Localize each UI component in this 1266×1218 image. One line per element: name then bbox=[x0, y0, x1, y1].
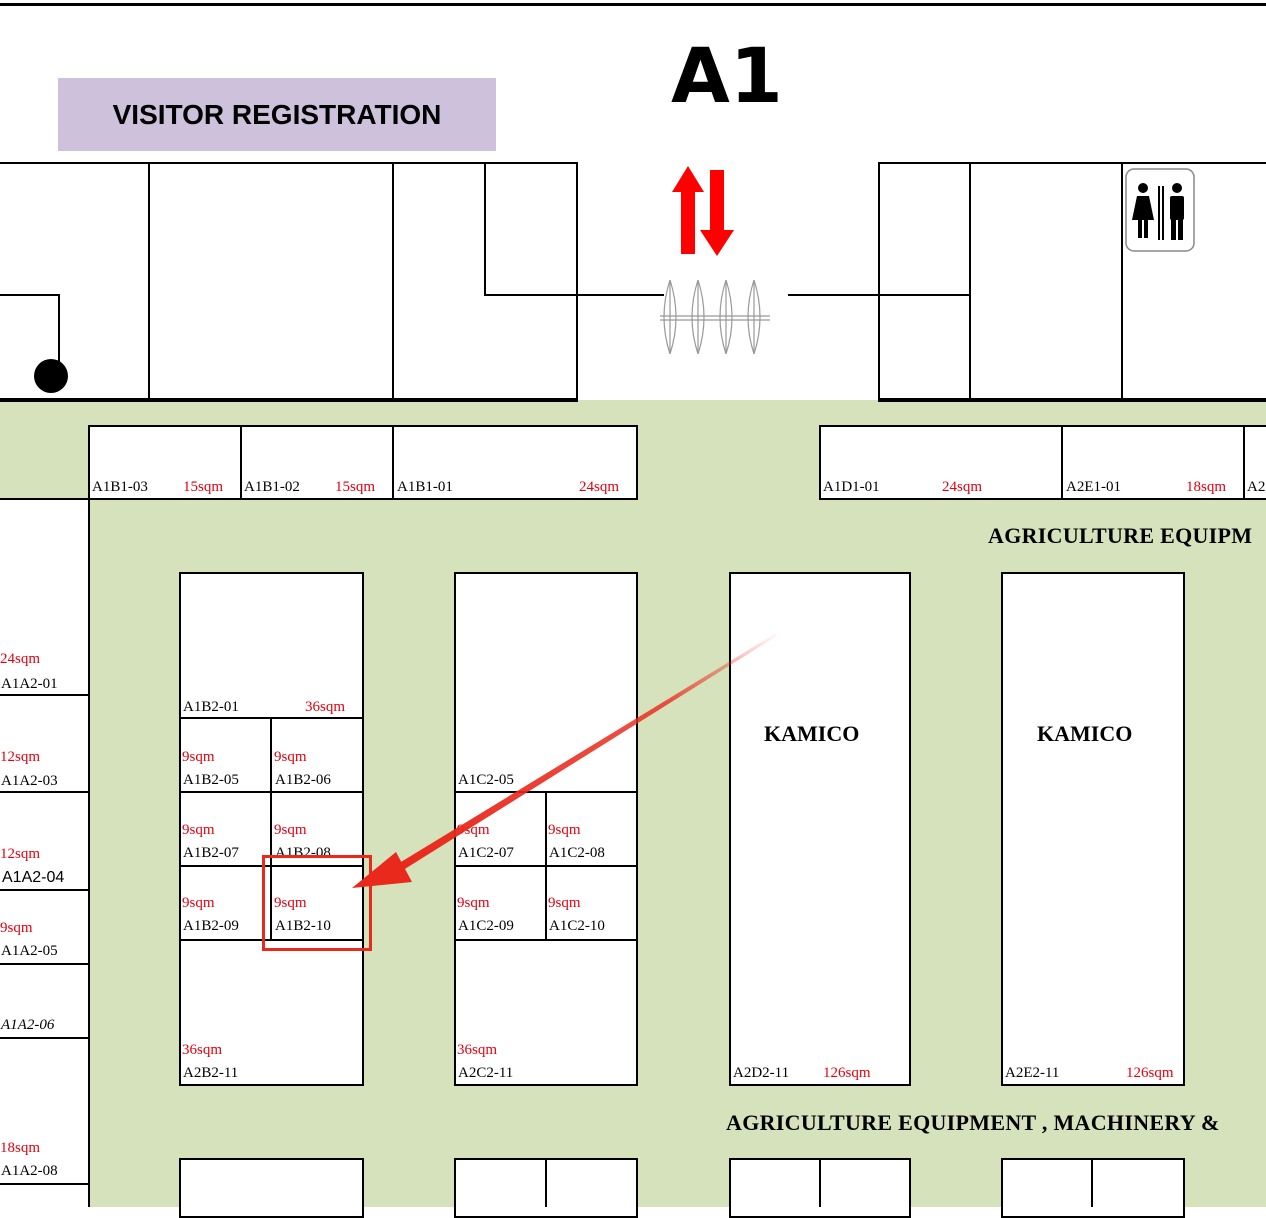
company-name: KAMICO bbox=[1037, 721, 1133, 746]
booth-code[interactable]: A1C2-08 bbox=[549, 845, 605, 861]
visitor-registration-label: VISITOR REGISTRATION bbox=[112, 98, 442, 130]
booth-divider bbox=[270, 717, 272, 941]
category-label: AGRICULTURE EQUIPMENT , MACHINERY & bbox=[726, 1110, 1220, 1135]
booth-divider bbox=[0, 963, 90, 965]
booth-size: 15sqm bbox=[335, 479, 376, 495]
booth-size: 12sqm bbox=[0, 749, 41, 765]
booth-size: 36sqm bbox=[457, 1042, 498, 1058]
booth-size: 9sqm bbox=[274, 749, 307, 765]
booth-size: 12sqm bbox=[0, 846, 41, 862]
booth-code[interactable]: A1A2-05 bbox=[1, 943, 58, 959]
booth-divider bbox=[545, 791, 547, 941]
booth-code[interactable]: A1A2-08 bbox=[1, 1163, 58, 1179]
booth-code[interactable]: A2D2-11 bbox=[733, 1065, 790, 1081]
restroom-icon[interactable] bbox=[1125, 168, 1195, 252]
booth-code[interactable]: A2E2-11 bbox=[1005, 1065, 1060, 1081]
booth-code[interactable]: A1A2-06 bbox=[1, 1017, 55, 1033]
booth-size: 9sqm bbox=[274, 822, 307, 838]
booth-divider bbox=[1243, 425, 1245, 500]
booth-divider bbox=[0, 1183, 90, 1185]
block-c bbox=[454, 572, 638, 1086]
marker-dot-icon bbox=[34, 359, 68, 393]
booth-code[interactable]: A1B2-05 bbox=[183, 772, 239, 788]
booth-divider bbox=[0, 694, 90, 696]
booth-code[interactable]: A1B2-01 bbox=[183, 699, 239, 715]
booth-divider bbox=[240, 425, 242, 500]
top-row-right-booths bbox=[819, 425, 1266, 500]
top-border bbox=[0, 3, 1266, 6]
booth-size: 36sqm bbox=[182, 1042, 223, 1058]
booth-code[interactable]: A1C2-05 bbox=[458, 772, 514, 788]
booth-size: 9sqm bbox=[548, 895, 581, 911]
booth-code[interactable]: A1B2-10 bbox=[275, 918, 331, 934]
booth-code[interactable]: A1B1-01 bbox=[397, 479, 453, 495]
booth-divider bbox=[392, 425, 394, 500]
block-e-kamico-booth[interactable] bbox=[1001, 572, 1185, 1086]
entrance-exit-arrows-icon bbox=[672, 166, 734, 256]
booth-divider bbox=[0, 1037, 90, 1039]
pointer-arrow-icon bbox=[352, 632, 780, 888]
booth-size: 9sqm bbox=[182, 822, 215, 838]
booth-divider bbox=[0, 791, 90, 793]
left-column-booths bbox=[0, 500, 90, 1207]
bottom-booth bbox=[1001, 1158, 1185, 1218]
booth-code[interactable]: A1B2-06 bbox=[275, 772, 331, 788]
company-name: KAMICO bbox=[764, 721, 860, 746]
booth-size: 9sqm bbox=[274, 895, 307, 911]
booth-size: 18sqm bbox=[0, 1140, 41, 1156]
booth-size: 126sqm bbox=[1126, 1065, 1174, 1081]
booth-divider bbox=[0, 889, 90, 891]
booth-size: 9sqm bbox=[0, 920, 33, 936]
block-d-kamico-booth[interactable] bbox=[729, 572, 911, 1086]
booth-code[interactable]: A2B2-11 bbox=[183, 1065, 239, 1081]
booth-size: 9sqm bbox=[548, 822, 581, 838]
booth-size: 9sqm bbox=[182, 895, 215, 911]
booth-code[interactable]: A2 bbox=[1247, 479, 1266, 495]
booth-divider bbox=[545, 1158, 547, 1207]
highlighted-booth-box[interactable] bbox=[262, 855, 372, 951]
booth-code[interactable]: A1A2-04 bbox=[2, 869, 65, 886]
booth-size: 24sqm bbox=[0, 651, 41, 667]
booth-divider bbox=[1091, 1158, 1093, 1207]
booth-code[interactable]: A1B1-03 bbox=[92, 479, 148, 495]
visitor-registration-area[interactable]: VISITOR REGISTRATION bbox=[58, 78, 496, 151]
booth-code[interactable]: A2C2-11 bbox=[458, 1065, 514, 1081]
booth-size: 9sqm bbox=[457, 895, 490, 911]
booth-code[interactable]: A1D1-01 bbox=[823, 479, 880, 495]
booth-code[interactable]: A1A2-03 bbox=[1, 773, 58, 789]
left-column-top-border bbox=[0, 498, 90, 500]
left-column-border bbox=[88, 500, 90, 1207]
booth-code[interactable]: A1C2-07 bbox=[458, 845, 514, 861]
booth-size: 15sqm bbox=[183, 479, 224, 495]
turnstile-gate-icon bbox=[660, 279, 770, 355]
booth-size: 126sqm bbox=[823, 1065, 871, 1081]
bottom-booth bbox=[179, 1158, 364, 1218]
booth-size: 18sqm bbox=[1186, 479, 1227, 495]
booth-divider bbox=[819, 1158, 821, 1207]
booth-code[interactable]: A1B2-07 bbox=[183, 845, 239, 861]
booth-divider bbox=[1061, 425, 1063, 500]
booth-size: 24sqm bbox=[942, 479, 983, 495]
booth-size: 9sqm bbox=[182, 749, 215, 765]
top-row-left-booths bbox=[88, 425, 638, 500]
category-label: AGRICULTURE EQUIPM bbox=[988, 523, 1253, 548]
booth-size: 36sqm bbox=[305, 699, 346, 715]
booth-code[interactable]: A1C2-09 bbox=[458, 918, 514, 934]
hall-title: A1 bbox=[671, 31, 783, 120]
booth-code[interactable]: A1B1-02 bbox=[244, 479, 300, 495]
booth-code[interactable]: A1A2-01 bbox=[1, 676, 58, 692]
booth-code[interactable]: A1C2-10 bbox=[549, 918, 605, 934]
booth-code[interactable]: A1B2-09 bbox=[183, 918, 239, 934]
booth-size: 24sqm bbox=[579, 479, 620, 495]
booth-code[interactable]: A2E1-01 bbox=[1066, 479, 1121, 495]
